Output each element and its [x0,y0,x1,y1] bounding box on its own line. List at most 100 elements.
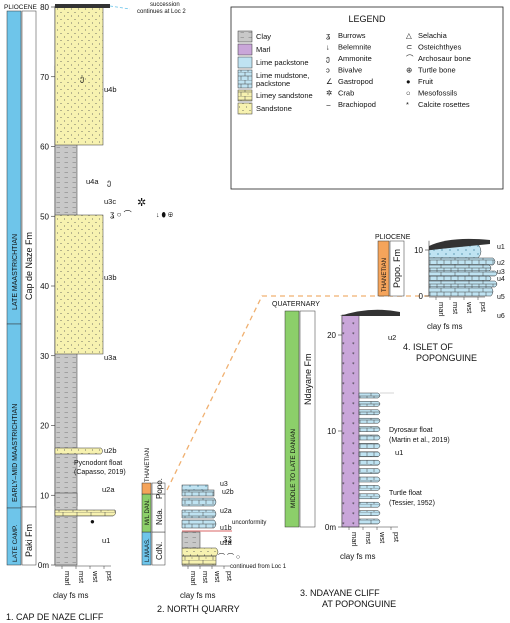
stage-thanetian-4: THANETIAN [382,258,388,292]
lime-bed [358,426,381,432]
fossil-cluster-icon: ʓ ○ ⌒ [110,210,132,219]
caption-north-quarry: 2. NORTH QUARRY [157,604,240,614]
unit-label: u1b [220,525,232,532]
legend-fossil-icon: ↓ [326,43,330,52]
note-turtle-2: (Tessier, 1952) [389,500,435,507]
legend-fossil-label: Turtle bone [418,66,456,75]
caption-islet-2: POPONGUINE [416,353,477,363]
epoch-pliocene-1: PLIOCENE [4,4,38,11]
unit-label: u1 [497,244,505,251]
legend-fossil-label: Osteichthyes [418,43,462,52]
note-pycnodont: Pycnodont float [74,460,122,467]
legend-fossil-icon: △ [406,31,413,40]
depth-tick-label: 60 [40,143,49,152]
depth-tick-label: 70 [40,73,49,82]
lime-bed [358,468,381,474]
lime-bed [358,401,381,407]
depth-tick-label: 50 [40,212,49,221]
belemnite-fruit-turtle-icon: ↓ ⬮ ⊕ [156,211,174,219]
caption-ndayane-2: AT POPONGUINE [322,599,396,609]
unit-label: u6 [497,313,505,320]
unit-label: u2a [220,508,232,515]
depth-tick-label: 10 [40,491,49,500]
unit-label: u3c [104,197,116,206]
legend-fossil-label: Mesofossils [418,89,457,98]
lime-bed [358,434,381,441]
note-succession: succession [150,2,180,8]
grain-tick-label: marl [437,302,446,317]
legend-fossil-label: Bivalve [338,66,362,75]
epoch-late-maastrichtian: LATE MAASTRICHTIAN [12,234,19,310]
legend-swatch [237,56,253,69]
lime-bed [428,280,498,288]
legend-fossil-icon: ⊂ [406,43,412,52]
ammonite-icon: ე [80,74,84,83]
legend-lith-label: Lime packstone [256,58,309,67]
legend-fossil-label: Fruit [418,77,434,86]
legend-lith-label: Lime mudstone, [256,71,309,80]
legend-fossil-label: Crab [338,89,354,98]
fruit-icon: ● [90,517,95,526]
legend-fossil-label: Belemnite [338,43,371,52]
grain-axis-label: clay fs ms [427,322,463,331]
grain-tick-label: wst [378,531,387,544]
depth-tick-label: 0 [419,292,424,301]
grain-tick-label: marl [350,532,359,547]
unit-label: u1 [102,536,110,545]
epoch-early-mid-maastrichtian: EARLY–MID MAASTRICHTIAN [12,404,19,502]
legend-fossil-icon: ✲ [326,89,333,98]
legend-fossil-label: Gastropod [338,77,373,86]
depth-tick-label: 30 [40,352,49,361]
legend-fossil-label: Brachiopod [338,100,376,109]
unit-label: u3 [220,481,228,488]
islet-beds [428,243,498,297]
column-ndayane: QUATERNARY MIDDLE TO LATE DANIAN Ndayane… [272,301,450,609]
column-islet: PLIOCENE THANETIAN Popo. Fm 0 10 u1 u2 u3u4… [375,234,505,363]
unit-label: u4 [497,276,505,283]
formation-popo-4: Popo. Fm [392,249,402,288]
caption-cap-de-naze: 1. CAP DE NAZE CLIFF [6,612,104,622]
depth-tick-label: 10 [414,246,423,255]
depth-tick-label: 80 [40,3,49,12]
legend-lith-label: packstone [256,79,290,88]
formation-ndayane: Ndayane Fm [303,353,313,405]
burrow-icon: ʓʓ [223,534,232,543]
legend-fossil-icon: ე [326,54,330,63]
lime-bed [358,451,381,458]
depth-axis-4: 0 10 [414,240,430,301]
unit-label: u3a [104,353,117,362]
unit-label: u2a [102,485,115,494]
epoch-pliocene-4: PLIOCENE [375,234,411,241]
legend-fossil-label: Archosaur bone [418,54,471,63]
legend-swatch [237,102,253,115]
legend-fossil-icon: * [406,100,409,109]
ndayane-beds [358,392,381,525]
unit-label: u2 [497,260,505,267]
unit-label: u3 [497,269,505,276]
legend-fossil-icon: ʓ [326,31,331,40]
note-dyrosaur: Dyrosaur float [389,427,433,434]
grain-tick-label: wst [91,570,100,583]
lime-bed [358,501,381,508]
depth-tick-label: 0m [38,561,49,570]
depth-tick-label: 0m [325,523,336,532]
legend-fossil-label: Selachia [418,31,448,40]
legend-swatch [237,30,253,43]
lime-bed [358,392,381,399]
legend-title: LEGEND [348,14,386,24]
legend-fossil-icon: ⌣ [326,100,331,109]
depth-tick-label: 20 [327,331,336,340]
formation-popo: Popo. [155,478,164,499]
unit-label: u2 [388,333,396,342]
legend-fossil-icon: ● [406,77,411,86]
stage-mid-late-danian-3: MIDDLE TO LATE DANIAN [290,429,297,508]
grain-tick-label: mst [201,571,210,584]
